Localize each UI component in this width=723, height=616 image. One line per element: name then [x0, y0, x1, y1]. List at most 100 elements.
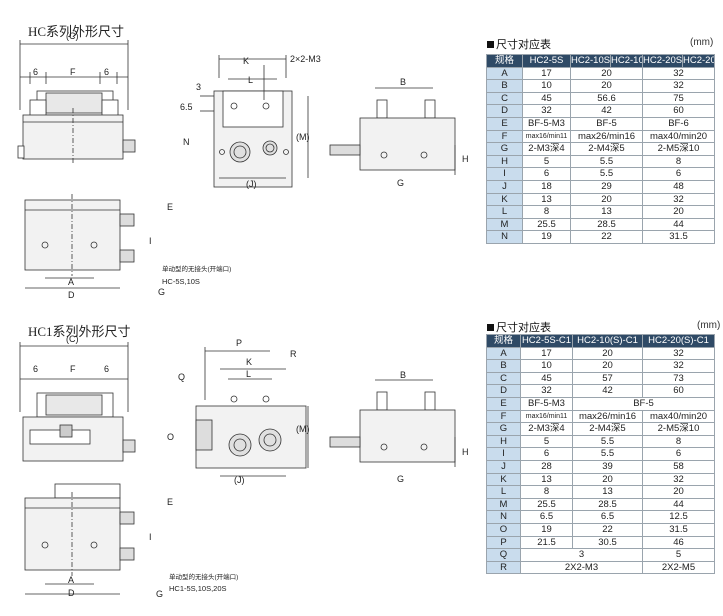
hc-table-cell: 20: [570, 192, 643, 207]
hc1-table-cell: 32: [642, 346, 715, 361]
hc1-note-cn: 单动型的无接头(开端口): [169, 572, 238, 581]
hc-dim-d: D: [68, 290, 75, 300]
hc-dim-l: L: [248, 75, 253, 85]
hc1-dim-e: E: [167, 497, 173, 507]
hc1-table-cell: 73: [642, 371, 715, 386]
hc1-table-cell: 13: [572, 485, 643, 499]
hc1-table-cell: 8: [520, 485, 573, 499]
hc1-table-cell: 25.5: [520, 497, 573, 512]
hc-table-cell: BF-6: [642, 116, 715, 131]
hc-table-cell: 13: [570, 205, 643, 219]
hc-table-row-key: A: [486, 66, 523, 81]
hc-table-row-key: D: [486, 104, 523, 118]
hc1-table-row-key: P: [486, 535, 521, 550]
hc-dim-k: K: [243, 56, 249, 66]
hc1-table-header-cell: 规格: [486, 334, 521, 348]
hc1-front-view: [19, 342, 136, 462]
hc1-table-header-cell: HC2-5S-C1: [520, 334, 573, 348]
hc1-table-cell: 6.5: [572, 510, 643, 524]
hc-table-cell: 8: [522, 205, 571, 219]
hc-table-cell: 31.5: [642, 230, 715, 244]
hc1-table-cell: 8: [642, 434, 715, 449]
hc1-table-cell: 39: [572, 459, 643, 474]
hc-table-row-key: B: [486, 79, 523, 93]
hc1-dim-m: (M): [296, 424, 310, 434]
hc-dim-six-right: 6: [104, 67, 109, 77]
hc1-table-cell: 58: [642, 459, 715, 474]
hc-table-cell: 48: [642, 179, 715, 194]
hc-note-cn: 单动型的无接头(开端口): [162, 264, 231, 273]
hc-dim-g: G: [397, 178, 404, 188]
hc-table-cell: max26/min16: [570, 129, 643, 144]
hc-table-cell: 22: [570, 230, 643, 244]
hc1-table-header-cell: HC2-20(S)-C1: [642, 334, 715, 348]
hc1-table-cell: 42: [572, 384, 643, 398]
hc-table-row-key: E: [486, 116, 523, 131]
hc-dim-three: 3: [196, 82, 201, 92]
hc-dim-b: B: [400, 77, 406, 87]
hc-table-cell: 42: [570, 104, 643, 118]
hc-table-cell: 19: [522, 230, 571, 244]
hc1-table-cell: 20: [572, 359, 643, 373]
hc1-table-row-key: A: [486, 346, 521, 361]
hc1-table-cell: 12.5: [642, 510, 715, 524]
hc-table-cell: BF-5: [570, 116, 643, 131]
hc-table-cell: 45: [522, 91, 571, 106]
hc1-top-view: [24, 483, 135, 595]
hc1-side-view: [195, 347, 309, 477]
hc-table-row-key: I: [486, 167, 523, 181]
hc1-table-cell: 20: [642, 485, 715, 499]
hc1-table-row-key: J: [486, 459, 521, 474]
hc-table-row-key: N: [486, 230, 523, 244]
hc-table-cell: 28.5: [570, 217, 643, 232]
hc1-table-cell: 32: [642, 472, 715, 487]
hc-table-header-cell: HC2-10S: [570, 54, 611, 68]
hc-table-cell: 10: [522, 79, 571, 93]
hc-table-cell: 6: [642, 167, 715, 181]
hc1-table-row-key: N: [486, 510, 521, 524]
hc1-table-row-key: K: [486, 472, 521, 487]
hc1-dim-c: (C): [66, 334, 79, 344]
hc-table-cell: 13: [522, 192, 571, 207]
square-bullet-icon: [487, 324, 494, 331]
hc1-table-cell: max40/min20: [642, 409, 715, 424]
hc1-table-row-key: O: [486, 522, 521, 537]
hc1-table-header-cell: HC2-10(S)-C1: [572, 334, 643, 348]
hc-dim-m: (M): [296, 132, 310, 142]
hc-table-cell: 8: [642, 154, 715, 169]
hc-table-row-key: J: [486, 179, 523, 194]
hc-table-row-key: L: [486, 205, 523, 219]
hc-table-cell: 18: [522, 179, 571, 194]
hc1-table-row-key: D: [486, 384, 521, 398]
hc-table-cell: 5.5: [570, 167, 643, 181]
hc1-dim-j: (J): [234, 475, 245, 485]
hc-table-cell: 32: [642, 192, 715, 207]
hc-side-view: [200, 55, 309, 188]
hc1-table-cell: 20: [572, 472, 643, 487]
hc1-table-cell: 44: [642, 497, 715, 512]
hc1-dim-a: A: [68, 575, 74, 585]
hc1-dim-b: B: [400, 370, 406, 380]
hc-table-row-key: M: [486, 217, 523, 232]
hc1-dim-f: F: [70, 364, 76, 374]
hc-table-cell: 56.6: [570, 91, 643, 106]
hc-dim-e: E: [167, 202, 173, 212]
hc1-table-row-key: H: [486, 434, 521, 449]
hc-table-cell: max16/min11: [522, 129, 571, 144]
hc-table-cell: 25.5: [522, 217, 571, 232]
hc-table-header-cell: 规格: [486, 54, 523, 68]
